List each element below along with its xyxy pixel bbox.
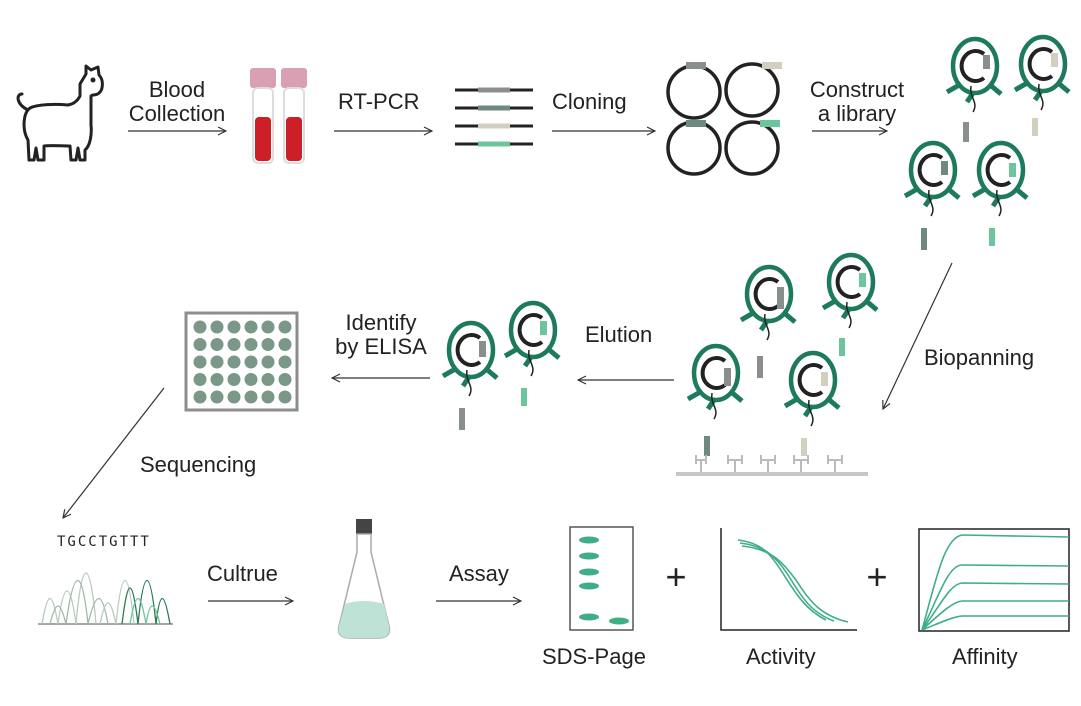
label-sequencing: Sequencing — [140, 452, 257, 477]
eluted-phages — [443, 303, 559, 430]
plate-well — [261, 338, 275, 351]
sequence-text: TGCCTGTTT — [57, 534, 151, 550]
label-construct-library: Construct a library — [809, 77, 905, 126]
plasmids-icon — [666, 62, 782, 176]
plate-well — [227, 320, 241, 334]
plus-sign-1: + — [665, 556, 686, 597]
plate-well — [210, 390, 224, 404]
arrow-sequencing — [63, 387, 165, 518]
label-cloning: Cloning — [552, 89, 627, 114]
plate-well — [278, 320, 292, 334]
label-activity: Activity — [746, 644, 816, 669]
plate-well — [193, 373, 207, 386]
plate-well — [210, 373, 224, 386]
plate-well — [210, 338, 224, 351]
plate-well — [278, 373, 292, 386]
activity-plot-icon — [720, 528, 857, 631]
label-elution: Elution — [585, 322, 653, 347]
biopanning-phages — [688, 255, 877, 456]
plate-well — [193, 390, 207, 404]
label-rt-pcr: RT-PCR — [338, 89, 420, 114]
label-blood-collection: Blood Collection — [128, 77, 226, 126]
label-affinity: Affinity — [952, 644, 1018, 669]
flow-arrows — [63, 131, 953, 601]
plate-well — [244, 338, 258, 351]
plate-well — [210, 355, 224, 369]
plate-well — [261, 390, 275, 404]
plate-well — [244, 355, 258, 369]
label-assay: Assay — [449, 561, 509, 586]
plate-well — [193, 355, 207, 369]
plate-well — [227, 338, 241, 351]
plate-well — [227, 373, 241, 386]
plate-well — [244, 373, 258, 386]
plate-well — [278, 390, 292, 404]
plate-well — [278, 355, 292, 369]
plate-well — [261, 355, 275, 369]
plate-well — [227, 390, 241, 404]
plate-well — [278, 338, 292, 351]
plus-sign-2: + — [866, 556, 887, 597]
chromatogram-icon — [38, 572, 173, 625]
affinity-plot-icon — [918, 528, 1070, 632]
arrow-biopanning — [883, 262, 953, 409]
plate-well — [244, 320, 258, 334]
elisa-plate-icon — [184, 311, 299, 412]
plate-well — [193, 338, 207, 351]
phage-library — [905, 37, 1069, 250]
plate-well — [193, 320, 207, 334]
label-biopanning: Biopanning — [924, 345, 1035, 370]
antigen-surface — [676, 455, 868, 476]
plate-well — [210, 320, 224, 334]
blood-tubes-icon — [250, 68, 307, 164]
label-sds-page: SDS-Page — [542, 644, 646, 669]
label-culture: Cultrue — [207, 561, 278, 586]
plate-well — [227, 355, 241, 369]
plate-well — [244, 390, 258, 404]
plate-well — [261, 373, 275, 386]
alpaca-icon — [16, 64, 104, 162]
label-identify-elisa: Identify by ELISA — [335, 310, 427, 359]
culture-flask-icon — [337, 519, 391, 639]
sds-page-gel-icon — [569, 526, 634, 631]
pcr-bands-icon — [455, 87, 533, 147]
plate-well — [261, 320, 275, 334]
